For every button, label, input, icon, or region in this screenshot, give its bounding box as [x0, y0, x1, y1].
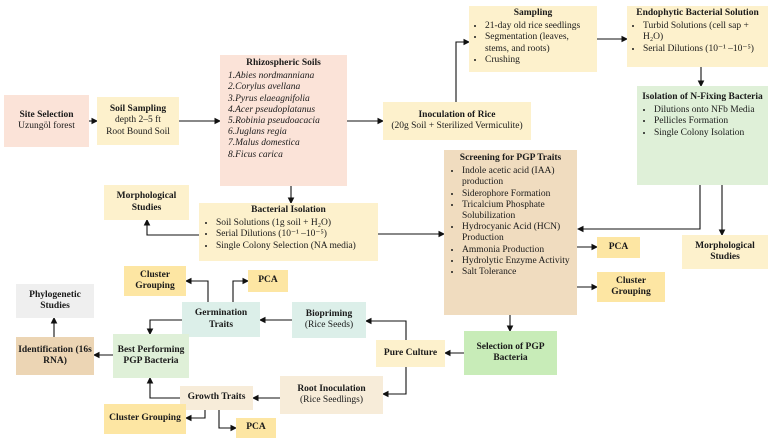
biopriming-title: Biopriming [305, 308, 353, 319]
germination-traits-box: Germination Traits [182, 302, 260, 337]
rhizo-item: 4.Acer pseudoplatanus [228, 104, 316, 115]
morphological-studies-right: Morphological Studies [682, 235, 768, 269]
sampling-item: 21-day old rice seedlings [485, 21, 593, 32]
endophytic-solution-title: Endophytic Bacterial Solution [636, 8, 759, 18]
bacterial-isolation-box: Bacterial Isolation Soil Solutions (1g s… [199, 203, 378, 261]
biopriming-sub: (Rice Seeds) [304, 320, 354, 330]
bacterial-isolation-title: Bacterial Isolation [251, 205, 326, 215]
bacterial-isolation-list: Soil Solutions (1g soil + H₂O) Serial Di… [204, 218, 373, 252]
pca-screening-label: PCA [608, 241, 629, 252]
bacterial-isolation-item: Single Colony Selection (NA media) [216, 241, 373, 252]
site-selection-sub: Uzungöl forest [18, 121, 75, 131]
sampling-title: Sampling [513, 8, 553, 18]
germination-traits-label: Germination Traits [194, 308, 248, 330]
pca-growth-label: PCA [246, 422, 266, 433]
rhizo-item: 6.Juglans regia [228, 127, 287, 138]
inoculation-title: Inoculation of Rice [418, 109, 496, 120]
endophytic-item: Turbid Solutions (cell sap + H₂O) [643, 21, 764, 43]
soil-sampling-root: Root Bound Soil [106, 126, 170, 137]
best-performing-box: Best Performing PGP Bacteria [113, 334, 189, 378]
cluster-grouping-germination-label: Cluster Grouping [135, 269, 175, 291]
isolation-n-fixing-list: Dilutions onto NFb Media Pellicles Forma… [642, 105, 763, 139]
endophytic-solution-box: Endophytic Bacterial Solution Turbid Sol… [627, 6, 768, 67]
isolation-item: Pellicles Formation [654, 116, 763, 127]
selection-pgp-box: Selection of PGP Bacteria [464, 331, 557, 375]
rhizospheric-soils-title: Rhizospheric Soils [246, 58, 321, 68]
rhizo-item: 3.Pyrus elaeagnifolia [228, 93, 310, 104]
isolation-item: Dilutions onto NFb Media [654, 105, 763, 116]
endophytic-solution-list: Turbid Solutions (cell sap + H₂O) Serial… [631, 21, 764, 55]
cluster-grouping-screening: Cluster Grouping [597, 272, 665, 302]
root-inoculation-sub: (Rice Seedlings) [299, 395, 364, 405]
pure-culture-box: Pure Culture [376, 340, 445, 367]
isolation-n-fixing-title: Isolation of N-Fixing Bacteria [642, 92, 763, 102]
screening-pgp-title: Screening for PGP Traits [459, 153, 562, 163]
pure-culture-label: Pure Culture [383, 347, 438, 358]
cluster-grouping-growth: Cluster Grouping [104, 404, 186, 434]
rhizo-item: 7.Malus domestica [228, 138, 300, 149]
site-selection-title: Site Selection [19, 109, 74, 120]
pca-germination: PCA [248, 270, 288, 292]
cluster-grouping-growth-label: Cluster Grouping [109, 413, 181, 424]
root-inoculation-box: Root Inoculation (Rice Seedlings) [280, 376, 383, 414]
root-inoculation-title: Root Inoculation [297, 383, 366, 394]
isolation-item: Single Colony Isolation [654, 128, 763, 139]
site-selection-box: Site Selection Uzungöl forest [4, 95, 89, 147]
rhizo-item: 8.Ficus carica [228, 149, 283, 160]
screening-pgp-list: Indole acetic acid (IAA) production Side… [450, 166, 571, 278]
growth-traits-label: Growth Traits [187, 392, 246, 403]
best-performing-label: Best Performing PGP Bacteria [117, 344, 185, 366]
identification-box: Identification (16s RNA) [16, 337, 94, 375]
inoculation-sub: (20g Soil + Sterilized Vermiculite) [391, 121, 523, 131]
sampling-item: Crushing [485, 55, 593, 66]
morphological-studies-right-label: Morphological Studies [695, 240, 755, 262]
isolation-n-fixing-box: Isolation of N-Fixing Bacteria Dilutions… [637, 86, 768, 185]
bacterial-isolation-item: Serial Dilutions (10⁻¹ –10⁻⁵) [216, 229, 373, 240]
screening-pgp-box: Screening for PGP Traits Indole acetic a… [444, 150, 577, 315]
phylogenetic-studies-box: Phylogenetic Studies [16, 284, 94, 318]
screening-item: Salt Tolerance [462, 267, 571, 278]
screening-item: Hydrocyanic Acid (HCN) Production [462, 222, 571, 244]
soil-sampling-title: Soil Sampling [109, 104, 167, 115]
soil-sampling-box: Soil Sampling depth 2–5 ft Root Bound So… [97, 97, 179, 145]
endophytic-item: Serial Dilutions (10⁻¹ –10⁻⁵) [643, 44, 764, 55]
growth-traits-box: Growth Traits [180, 386, 253, 410]
screening-item: Tricalcium Phosphate Solubilization [462, 200, 571, 222]
sampling-list: 21-day old rice seedlings Segmentation (… [473, 21, 593, 66]
rhizospheric-soils-list: 1.Abies nordmanniana 2.Corylus avellana … [228, 71, 339, 161]
rhizospheric-soils-box: Rhizospheric Soils 1.Abies nordmanniana … [220, 55, 347, 186]
rhizo-item: 2.Corylus avellana [228, 82, 301, 93]
screening-item: Hydrolytic Enzyme Activity [462, 256, 571, 267]
sampling-box: Sampling 21-day old rice seedlings Segme… [469, 6, 597, 72]
screening-item: Siderophore Formation [462, 189, 571, 200]
bacterial-isolation-item: Soil Solutions (1g soil + H₂O) [216, 218, 373, 229]
rhizo-item: 1.Abies nordmanniana [228, 71, 315, 82]
rhizo-item: 5.Robinia pseudoacacia [228, 116, 320, 127]
cluster-grouping-screening-label: Cluster Grouping [611, 275, 651, 297]
screening-item: Ammonia Production [462, 245, 571, 256]
morphological-studies-left: Morphological Studies [104, 185, 189, 220]
pca-germination-label: PCA [258, 275, 278, 286]
pca-growth: PCA [236, 418, 276, 438]
screening-item: Indole acetic acid (IAA) production [462, 166, 571, 188]
phylogenetic-studies-label: Phylogenetic Studies [29, 289, 81, 311]
identification-label: Identification (16s RNA) [18, 344, 92, 366]
biopriming-box: Biopriming (Rice Seeds) [292, 302, 366, 338]
soil-sampling-depth: depth 2–5 ft [115, 115, 161, 126]
morphological-studies-left-label: Morphological Studies [116, 191, 177, 213]
selection-pgp-label: Selection of PGP Bacteria [476, 341, 545, 363]
cluster-grouping-germination: Cluster Grouping [124, 266, 186, 296]
pca-screening: PCA [597, 237, 640, 258]
inoculation-box: Inoculation of Rice (20g Soil + Steriliz… [383, 102, 531, 140]
sampling-item: Segmentation (leaves, stems, and roots) [485, 32, 593, 54]
